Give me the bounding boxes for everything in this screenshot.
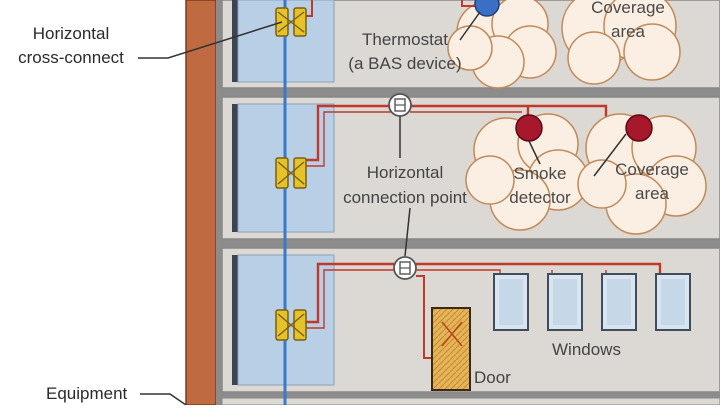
hcc-label: Horizontal cross-connect	[6, 22, 136, 70]
equipment-label: Equipment	[46, 384, 128, 403]
smoke-detector-1	[515, 114, 543, 142]
thermostat-leader	[459, 11, 481, 41]
thermostat-label-line2: (a BAS device)	[348, 54, 462, 73]
hcc-label-line2: cross-connect	[18, 48, 124, 67]
cross-connect-icon-bottom	[275, 309, 307, 341]
door-icon	[431, 307, 471, 391]
door-label: Door	[474, 368, 511, 387]
cable-top-floor-2	[461, 0, 478, 7]
cable-bottom-floor-inner	[300, 269, 607, 329]
coverage-label-middle-line1: Coverage	[615, 160, 689, 179]
coverage-area-top-right	[561, 0, 681, 85]
thermostat-label-line1: Thermostat	[362, 30, 448, 49]
smoke-label-line2: detector	[509, 188, 571, 207]
hcp-leader-bottom	[404, 207, 411, 257]
hcp-label: Horizontal connection point	[330, 160, 480, 210]
coverage-area-middle-left	[465, 113, 589, 231]
smoke-detector-label: Smoke detector	[498, 162, 582, 210]
thermostat-device	[474, 0, 500, 17]
thermostat-label: Thermostat (a BAS device)	[340, 28, 470, 76]
cable-to-door	[416, 275, 432, 359]
windows-label: Windows	[552, 340, 621, 359]
coverage-leader	[593, 133, 627, 177]
cable-bottom-floor	[300, 262, 662, 324]
smoke-leader	[528, 140, 541, 165]
hcp-label-line2: connection point	[343, 188, 467, 207]
building-wall	[185, 0, 217, 406]
room-edge-bottom	[232, 255, 238, 385]
horizontal-connection-point-icon-middle	[388, 93, 412, 117]
hcc-label-line1: Horizontal	[32, 24, 110, 43]
coverage-label-middle-line2: area	[634, 184, 670, 203]
hcc-leader	[138, 21, 283, 59]
coverage-label-middle: Coverage area	[604, 158, 700, 206]
smoke-detector-2	[625, 114, 653, 142]
room-edge-top	[232, 0, 238, 82]
coverage-label-top: Coverage area	[580, 0, 676, 44]
windows-group	[493, 273, 691, 331]
coverage-area-top-left	[447, 0, 557, 89]
coverage-label-top-line1: Coverage	[591, 0, 665, 17]
room-edge-middle	[232, 104, 238, 232]
equipment-leader	[140, 393, 187, 406]
horizontal-connection-point-icon-bottom	[393, 256, 417, 280]
coverage-label-top-line2: area	[610, 22, 646, 41]
cable-middle-floor-inner	[300, 111, 522, 167]
cross-connect-icon-middle	[275, 157, 307, 189]
smoke-label-line1: Smoke	[513, 164, 567, 183]
hcp-label-line1: Horizontal	[366, 163, 444, 182]
floor-base	[221, 397, 720, 406]
